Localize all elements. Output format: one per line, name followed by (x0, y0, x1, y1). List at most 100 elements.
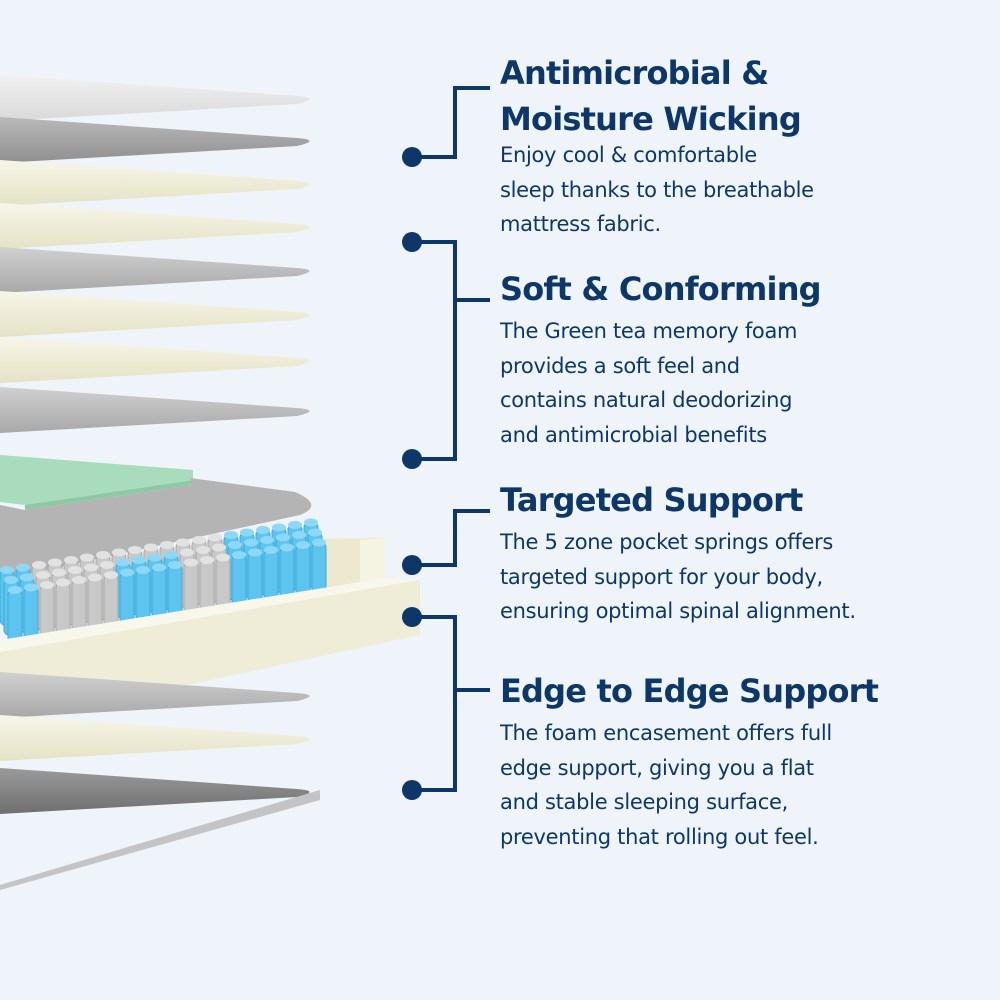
feature-antimicrobial: Antimicrobial &Moisture Wicking Enjoy co… (500, 50, 814, 242)
pocket-spring-top (240, 528, 254, 537)
feature-targeted-support: Targeted Support The 5 zone pocket sprin… (500, 477, 856, 629)
pocket-spring-top (160, 541, 174, 549)
green-foam-edge (25, 480, 193, 510)
feature-title: Targeted Support (500, 481, 803, 519)
pocket-spring-top (296, 541, 310, 549)
gray-layer (0, 387, 310, 433)
pocket-spring-top (36, 571, 50, 579)
pocket-spring-top (216, 553, 230, 562)
connector-line (412, 240, 490, 461)
fabric-layer (0, 75, 310, 121)
foam-encasement-top-edge (0, 578, 420, 652)
pocket-spring-top (168, 561, 182, 569)
pocket-spring-top (112, 548, 126, 557)
gray-layer (0, 117, 310, 163)
pocket-spring-top (200, 556, 214, 564)
connector-dot (402, 607, 422, 627)
pocket-spring-top (264, 546, 278, 554)
pocket-spring-top (304, 518, 318, 527)
pocket-spring-top (196, 546, 210, 554)
pocket-spring-top (288, 521, 302, 529)
foam-layer (0, 715, 310, 761)
foam-layer (0, 203, 310, 249)
pocket-spring-top (212, 543, 226, 552)
pocket-spring-top (116, 558, 130, 567)
pocket-spring-top (8, 586, 22, 594)
base-bottom-edge (0, 790, 320, 890)
connector-lines (402, 86, 490, 800)
pocket-spring-top (276, 533, 290, 542)
connector-line (412, 509, 490, 567)
connector-dot (402, 555, 422, 575)
connector-dot (402, 780, 422, 800)
pocket-spring-top (224, 531, 238, 539)
pocket-spring-top (244, 538, 258, 547)
pocket-spring-top (120, 568, 134, 577)
pocket-spring-top (4, 576, 18, 584)
connector-dot (402, 147, 422, 167)
pocket-spring-top (16, 563, 30, 572)
pocket-spring-top (72, 576, 86, 584)
connector-dot (402, 232, 422, 252)
pocket-spring (7, 589, 23, 646)
pocket-spring-top (248, 548, 262, 557)
pocket-spring-top (148, 553, 162, 562)
connector-line (412, 86, 490, 159)
pocket-spring-top (132, 556, 146, 564)
foam-layer (0, 337, 310, 383)
pocket-spring-top (32, 561, 46, 569)
pocket-spring-top (128, 546, 142, 554)
pocket-spring-top (312, 538, 326, 547)
pocket-spring-top (280, 543, 294, 552)
pocket-spring-top (184, 558, 198, 567)
pocket-spring-top (256, 526, 270, 534)
pocket-spring-top (40, 581, 54, 589)
pocket-spring-top (144, 543, 158, 552)
pocket-spring-top (100, 561, 114, 569)
pocket-spring-top (136, 566, 150, 574)
feature-title: Edge to Edge Support (500, 672, 879, 710)
pocket-spring-top (192, 536, 206, 544)
pocket-spring-top (0, 566, 14, 574)
green-tea-memory-foam-layer (0, 455, 193, 505)
pocket-spring-top (48, 558, 62, 567)
foam-layer (0, 160, 310, 206)
pocket-spring-top (152, 563, 166, 572)
pocket-spring-top (308, 528, 322, 537)
pocket-spring-top (292, 531, 306, 539)
feature-edge-support: Edge to Edge Support The foam encasement… (500, 668, 879, 854)
pocket-spring-top (208, 533, 222, 542)
pocket-spring-top (176, 538, 190, 547)
pocket-spring-top (80, 553, 94, 562)
pocket-spring-top (24, 583, 38, 592)
gray-layer (0, 672, 310, 718)
pocket-spring-top (260, 536, 274, 544)
gray-layer (0, 247, 310, 293)
base-layer (0, 768, 310, 814)
pocket-spring-top (104, 571, 118, 579)
foam-encasement-side (360, 538, 385, 584)
pocket-spring-top (96, 551, 110, 559)
felt-layer (0, 478, 312, 580)
pocket-spring-top (164, 551, 178, 559)
connector-line (412, 615, 490, 792)
pocket-spring-top (180, 548, 194, 557)
pocket-spring-top (64, 556, 78, 564)
feature-title: Soft & Conforming (500, 270, 822, 308)
pocket-spring-top (52, 568, 66, 577)
pocket-spring-top (68, 566, 82, 574)
pocket-spring-top (56, 578, 70, 587)
feature-soft-conforming: Soft & Conforming The Green tea memory f… (500, 266, 822, 452)
pocket-spring-top (20, 573, 34, 582)
pocket-spring-top (84, 563, 98, 572)
feature-title: Antimicrobial &Moisture Wicking (500, 54, 802, 138)
pocket-spring-top (228, 541, 242, 549)
pocket-spring-top (88, 573, 102, 582)
foam-layer (0, 291, 310, 337)
pocket-spring-top (272, 523, 286, 532)
